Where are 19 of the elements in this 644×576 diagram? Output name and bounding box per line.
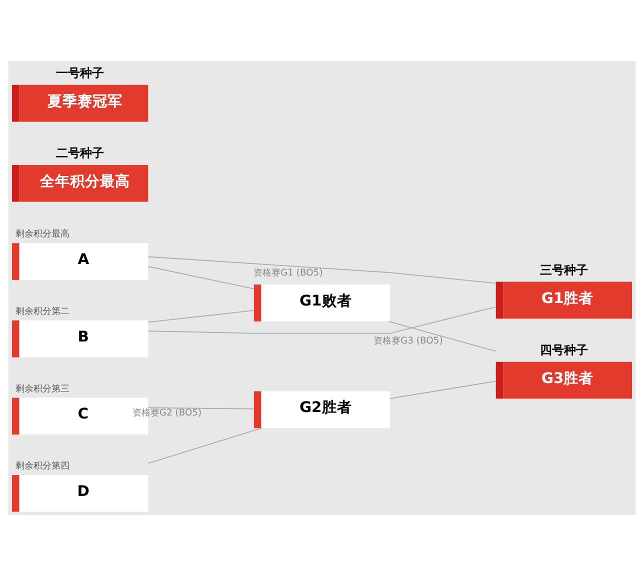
connector: [388, 320, 496, 352]
node-label: 三号种子: [540, 262, 588, 277]
node-label: 剩余积分最高: [16, 228, 70, 240]
connector: [148, 407, 254, 410]
node-label: 一号种子: [56, 66, 104, 80]
node-label: 剩余积分第三: [16, 383, 70, 394]
node-label: 剩余积分第四: [16, 460, 70, 472]
connector: [390, 380, 496, 400]
node-label: 剩余积分第二: [16, 306, 70, 317]
edge-label: 资格赛G1 (BO5): [254, 268, 323, 279]
edge-label: 资格赛G2 (BO5): [132, 408, 202, 419]
connector: [148, 256, 496, 284]
connector: [148, 310, 254, 323]
connector: [148, 266, 254, 290]
node-label: 二号种子: [56, 146, 104, 160]
edge-label: 资格赛G3 (BO5): [374, 336, 443, 347]
connector: [148, 428, 262, 464]
connector: [148, 306, 496, 334]
node-label: 四号种子: [540, 342, 588, 357]
